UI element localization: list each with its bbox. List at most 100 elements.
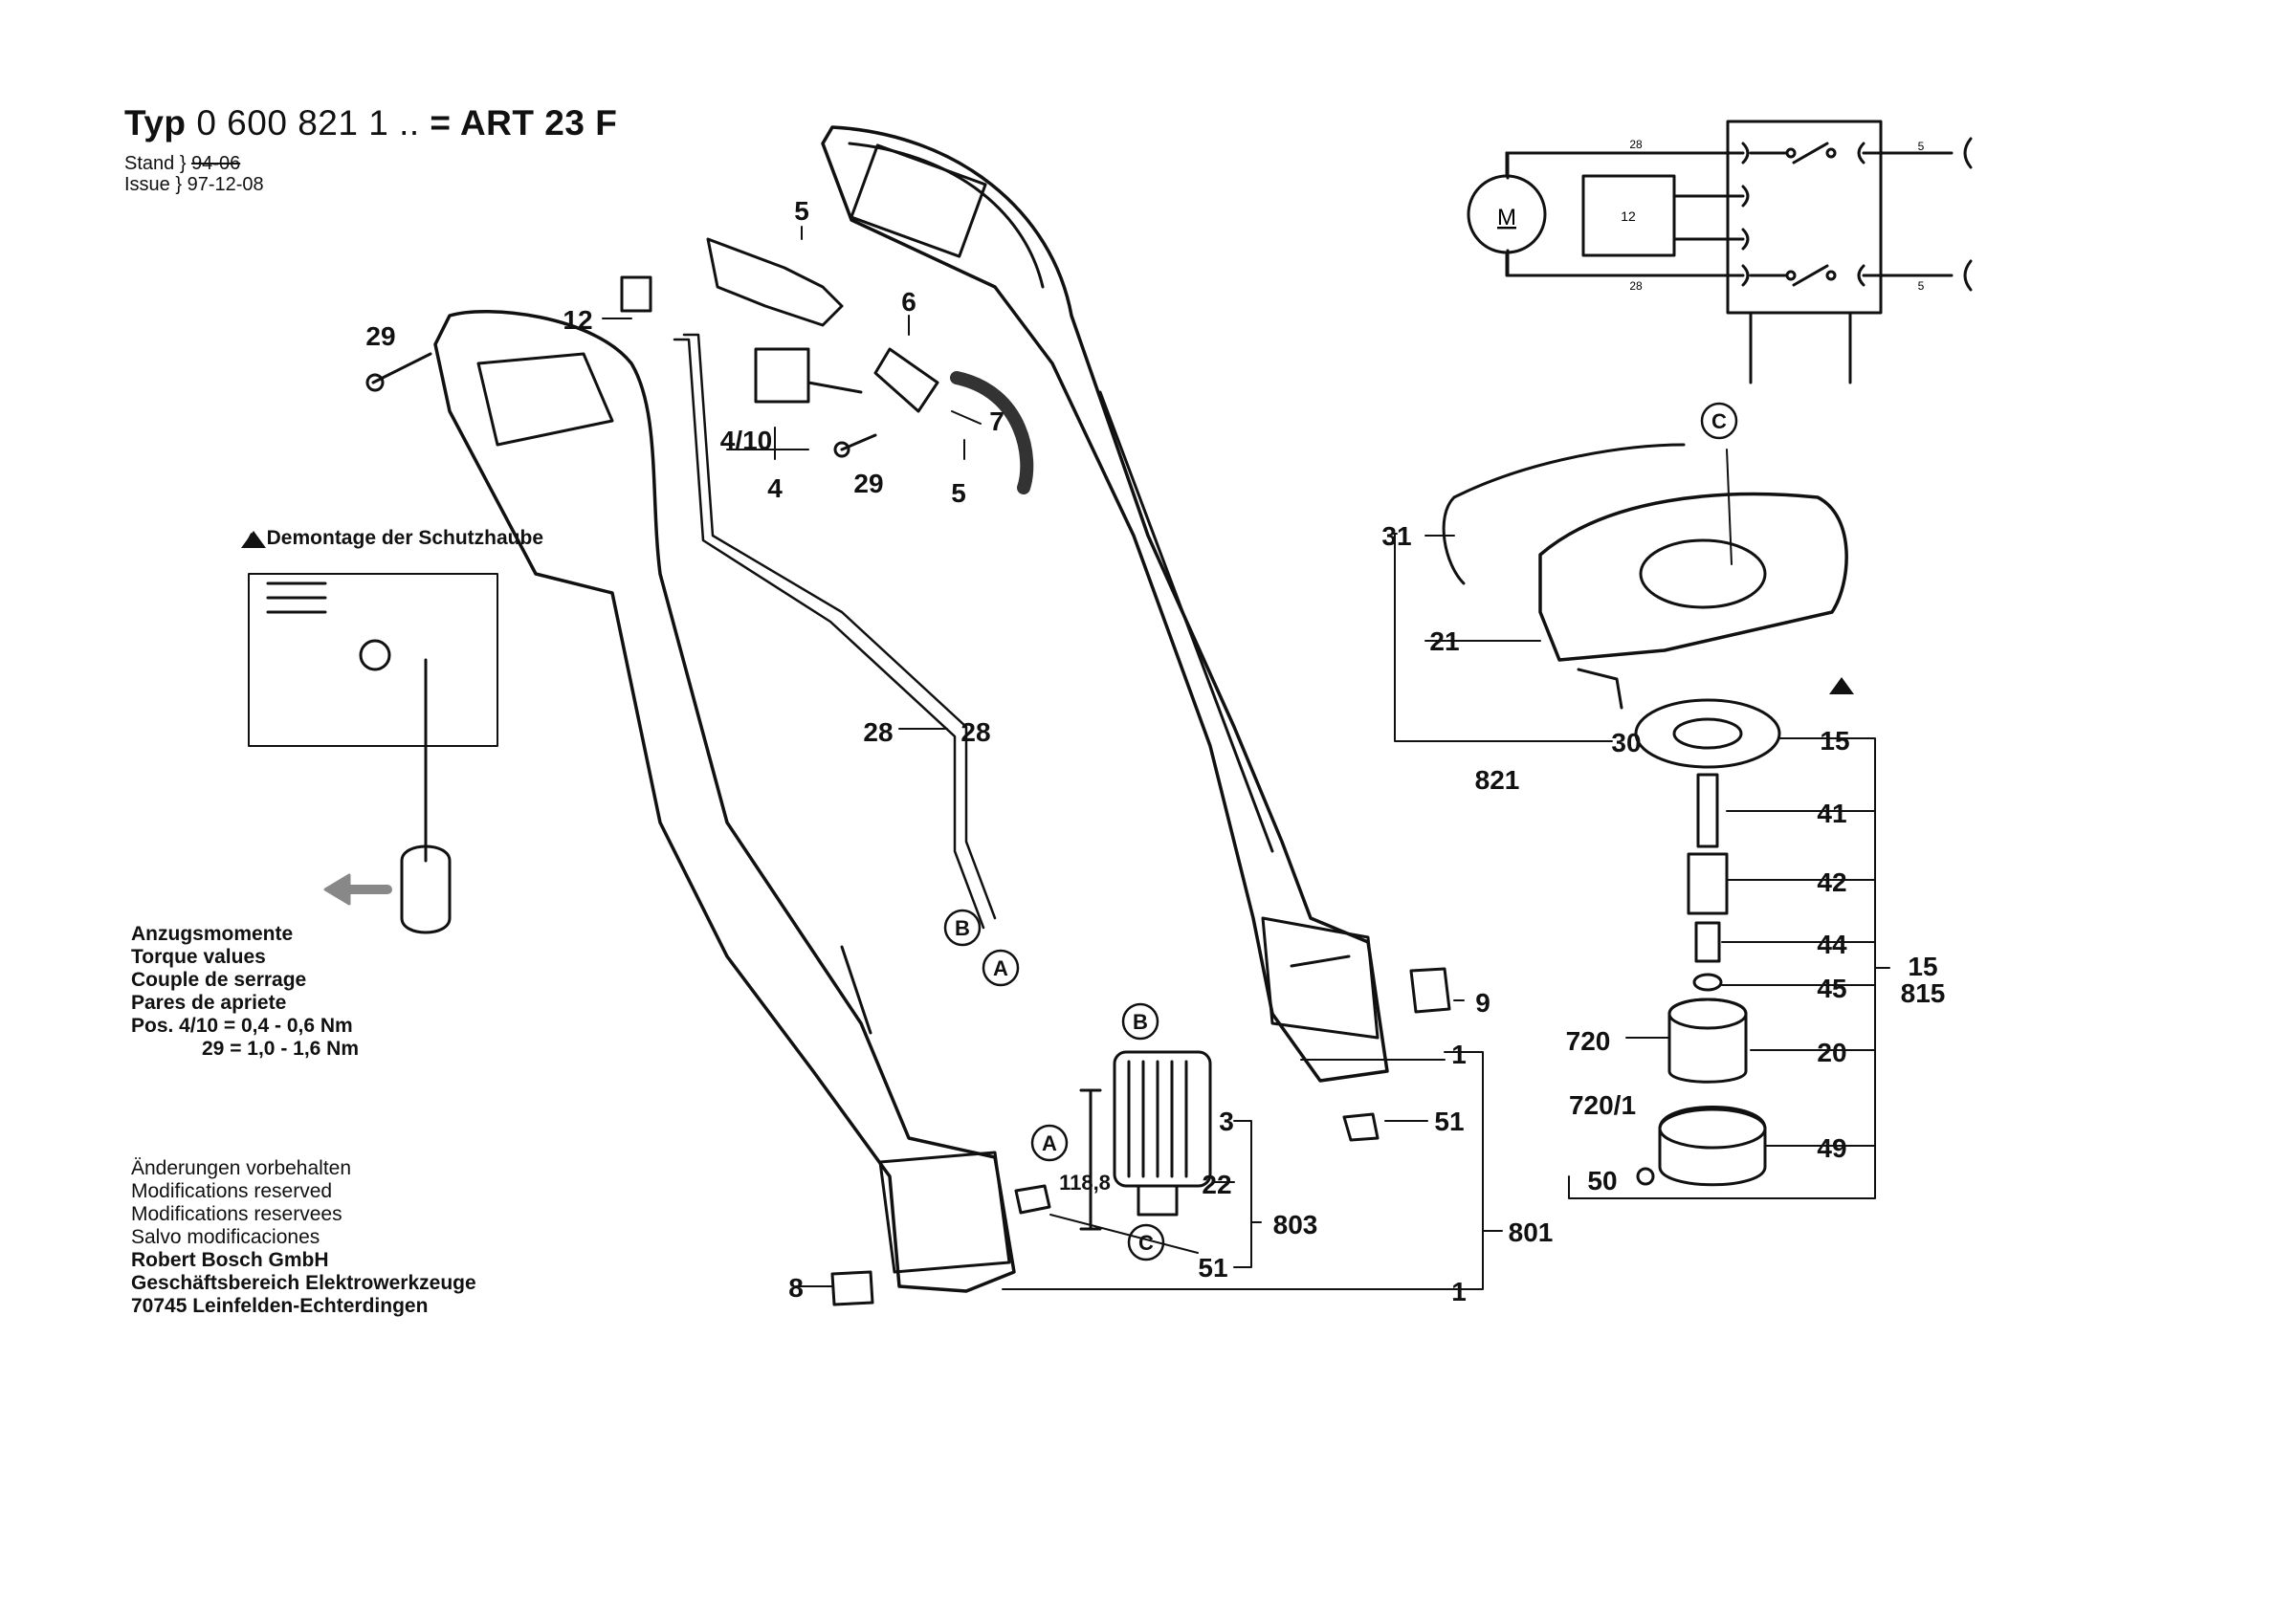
- callout-21: 21: [1429, 626, 1459, 656]
- wire-bottom-label: 28: [1629, 279, 1643, 293]
- motor-circle-b: [1121, 1002, 1159, 1041]
- demontage-triangle-icon: [241, 531, 266, 548]
- equals-sign: =: [430, 103, 452, 143]
- callout-5-top: 5: [794, 196, 809, 226]
- callout-41: 41: [1817, 799, 1846, 828]
- callout-15: 15: [1820, 726, 1849, 756]
- callout-720-1: 720/1: [1569, 1090, 1636, 1120]
- callout-51-bottom: 51: [1198, 1253, 1227, 1283]
- callout-42: 42: [1817, 867, 1846, 897]
- guard-triangle-icon: [1829, 677, 1854, 694]
- callout-7: 7: [989, 406, 1004, 436]
- part-9: [1409, 967, 1451, 1014]
- callout-49: 49: [1817, 1133, 1846, 1163]
- callout-30: 30: [1611, 728, 1641, 757]
- callout-1-bottom: 1: [1451, 1277, 1467, 1306]
- callout-12: 12: [563, 305, 592, 335]
- note-line: Modifications reservees: [131, 1203, 342, 1225]
- circle-a-label: A: [993, 956, 1008, 980]
- cap-circle-c-label: C: [1711, 409, 1727, 433]
- motor-circle-b-label: B: [1133, 1010, 1148, 1034]
- company-line: 70745 Leinfelden-Echterdingen: [131, 1295, 429, 1317]
- typ-label: Typ: [124, 103, 187, 143]
- callout-801: 801: [1509, 1217, 1554, 1247]
- callout-51-right: 51: [1434, 1107, 1464, 1136]
- guard-schutzhaube: [1442, 443, 1848, 710]
- dimension-label: 118,8: [1059, 1171, 1111, 1195]
- company-line: Robert Bosch GmbH: [131, 1249, 329, 1271]
- leader-lines: [602, 226, 1890, 1290]
- callout-4-10: 4/10: [720, 426, 773, 455]
- callout-9: 9: [1475, 988, 1490, 1018]
- torque-pos29-line: 29 = 1,0 - 1,6 Nm: [202, 1038, 360, 1060]
- motor-circle-c-label: C: [1138, 1231, 1154, 1255]
- note-line: Salvo modificaciones: [131, 1226, 320, 1248]
- part-12: [620, 275, 652, 313]
- torque-line: Pares de apriete: [131, 992, 287, 1014]
- component-12-box: [1581, 174, 1676, 257]
- callout-1-top: 1: [1451, 1040, 1467, 1069]
- part-51-right: [1342, 1112, 1380, 1142]
- motor-assembly: [1079, 1050, 1212, 1231]
- spool-stack: [1634, 698, 1781, 1187]
- callout-20: 20: [1817, 1038, 1846, 1067]
- callout-803: 803: [1273, 1210, 1318, 1239]
- switch-4: [754, 347, 863, 404]
- diagram-title: Typ 0 600 821 1 .. = ART 23 F: [124, 103, 617, 143]
- callout-31: 31: [1381, 521, 1411, 551]
- note-line: Änderungen vorbehalten: [131, 1157, 352, 1179]
- callout-22: 22: [1202, 1170, 1231, 1199]
- out-bottom-label: 5: [1918, 279, 1925, 293]
- callout-28-right: 28: [960, 717, 990, 747]
- wire-top-label: 28: [1629, 138, 1643, 151]
- motor-circle-c: [1127, 1223, 1165, 1261]
- screw-29-mid: [833, 433, 877, 458]
- callout-28-left: 28: [863, 717, 893, 747]
- tube-housing-left: [433, 310, 1016, 1293]
- callout-815: 815: [1901, 978, 1946, 1008]
- company-line: Geschäftsbereich Elektrowerkzeuge: [131, 1272, 476, 1294]
- wiring-schematic: [1467, 120, 1973, 384]
- callout-6: 6: [901, 287, 916, 317]
- torque-line: Torque values: [131, 946, 266, 968]
- callout-45: 45: [1817, 974, 1846, 1003]
- part-8: [830, 1270, 874, 1306]
- screw-50: [1636, 1167, 1655, 1186]
- issue-label: Issue: [124, 174, 170, 195]
- callout-50: 50: [1587, 1166, 1617, 1195]
- callout-720: 720: [1566, 1026, 1611, 1056]
- torque-values-block: Anzugsmomente Torque values Couple de se…: [131, 923, 359, 1061]
- callout-15b: 15: [1908, 952, 1937, 981]
- callout-29-left: 29: [365, 321, 395, 351]
- note-line: Modifications reserved: [131, 1180, 333, 1202]
- circle-b: [943, 909, 982, 947]
- torque-line: Couple de serrage: [131, 969, 307, 991]
- callout-29-mid: 29: [853, 469, 883, 498]
- notes-block: Änderungen vorbehalten Modifications res…: [131, 1157, 476, 1318]
- motor-circle-a-label: A: [1042, 1131, 1057, 1155]
- part-51-bottom: [1014, 1184, 1051, 1215]
- callout-4: 4: [767, 473, 783, 503]
- out-top-label: 5: [1918, 140, 1925, 153]
- cable-28: [673, 333, 997, 930]
- stand-label: Stand: [124, 153, 175, 174]
- plug-cable-5: [706, 237, 1034, 494]
- model-name: ART 23 F: [459, 103, 618, 143]
- torque-pos-line: Pos. 4/10 = 0,4 - 0,6 Nm: [131, 1015, 353, 1037]
- callout-44: 44: [1817, 930, 1847, 959]
- callout-821: 821: [1475, 765, 1520, 795]
- callout-3: 3: [1219, 1107, 1234, 1136]
- circle-a: [982, 949, 1020, 987]
- callout-8: 8: [788, 1273, 804, 1303]
- callout-5-bottom: 5: [951, 478, 966, 508]
- torque-line: Anzugsmomente: [131, 923, 294, 945]
- part-number: 0 600 821 1 ..: [196, 103, 420, 143]
- cap-circle-c: [1700, 402, 1738, 440]
- demontage-text: Demontage der Schutzhaube: [266, 527, 544, 549]
- stand-value: 94-06: [191, 153, 241, 174]
- callout-labels: 5 12 29 6 7 4/10 4 29 5 28 28 B A 9 1 51…: [365, 196, 1945, 1306]
- circle-b-label: B: [955, 916, 970, 940]
- tube-housing-right: [821, 125, 1389, 1083]
